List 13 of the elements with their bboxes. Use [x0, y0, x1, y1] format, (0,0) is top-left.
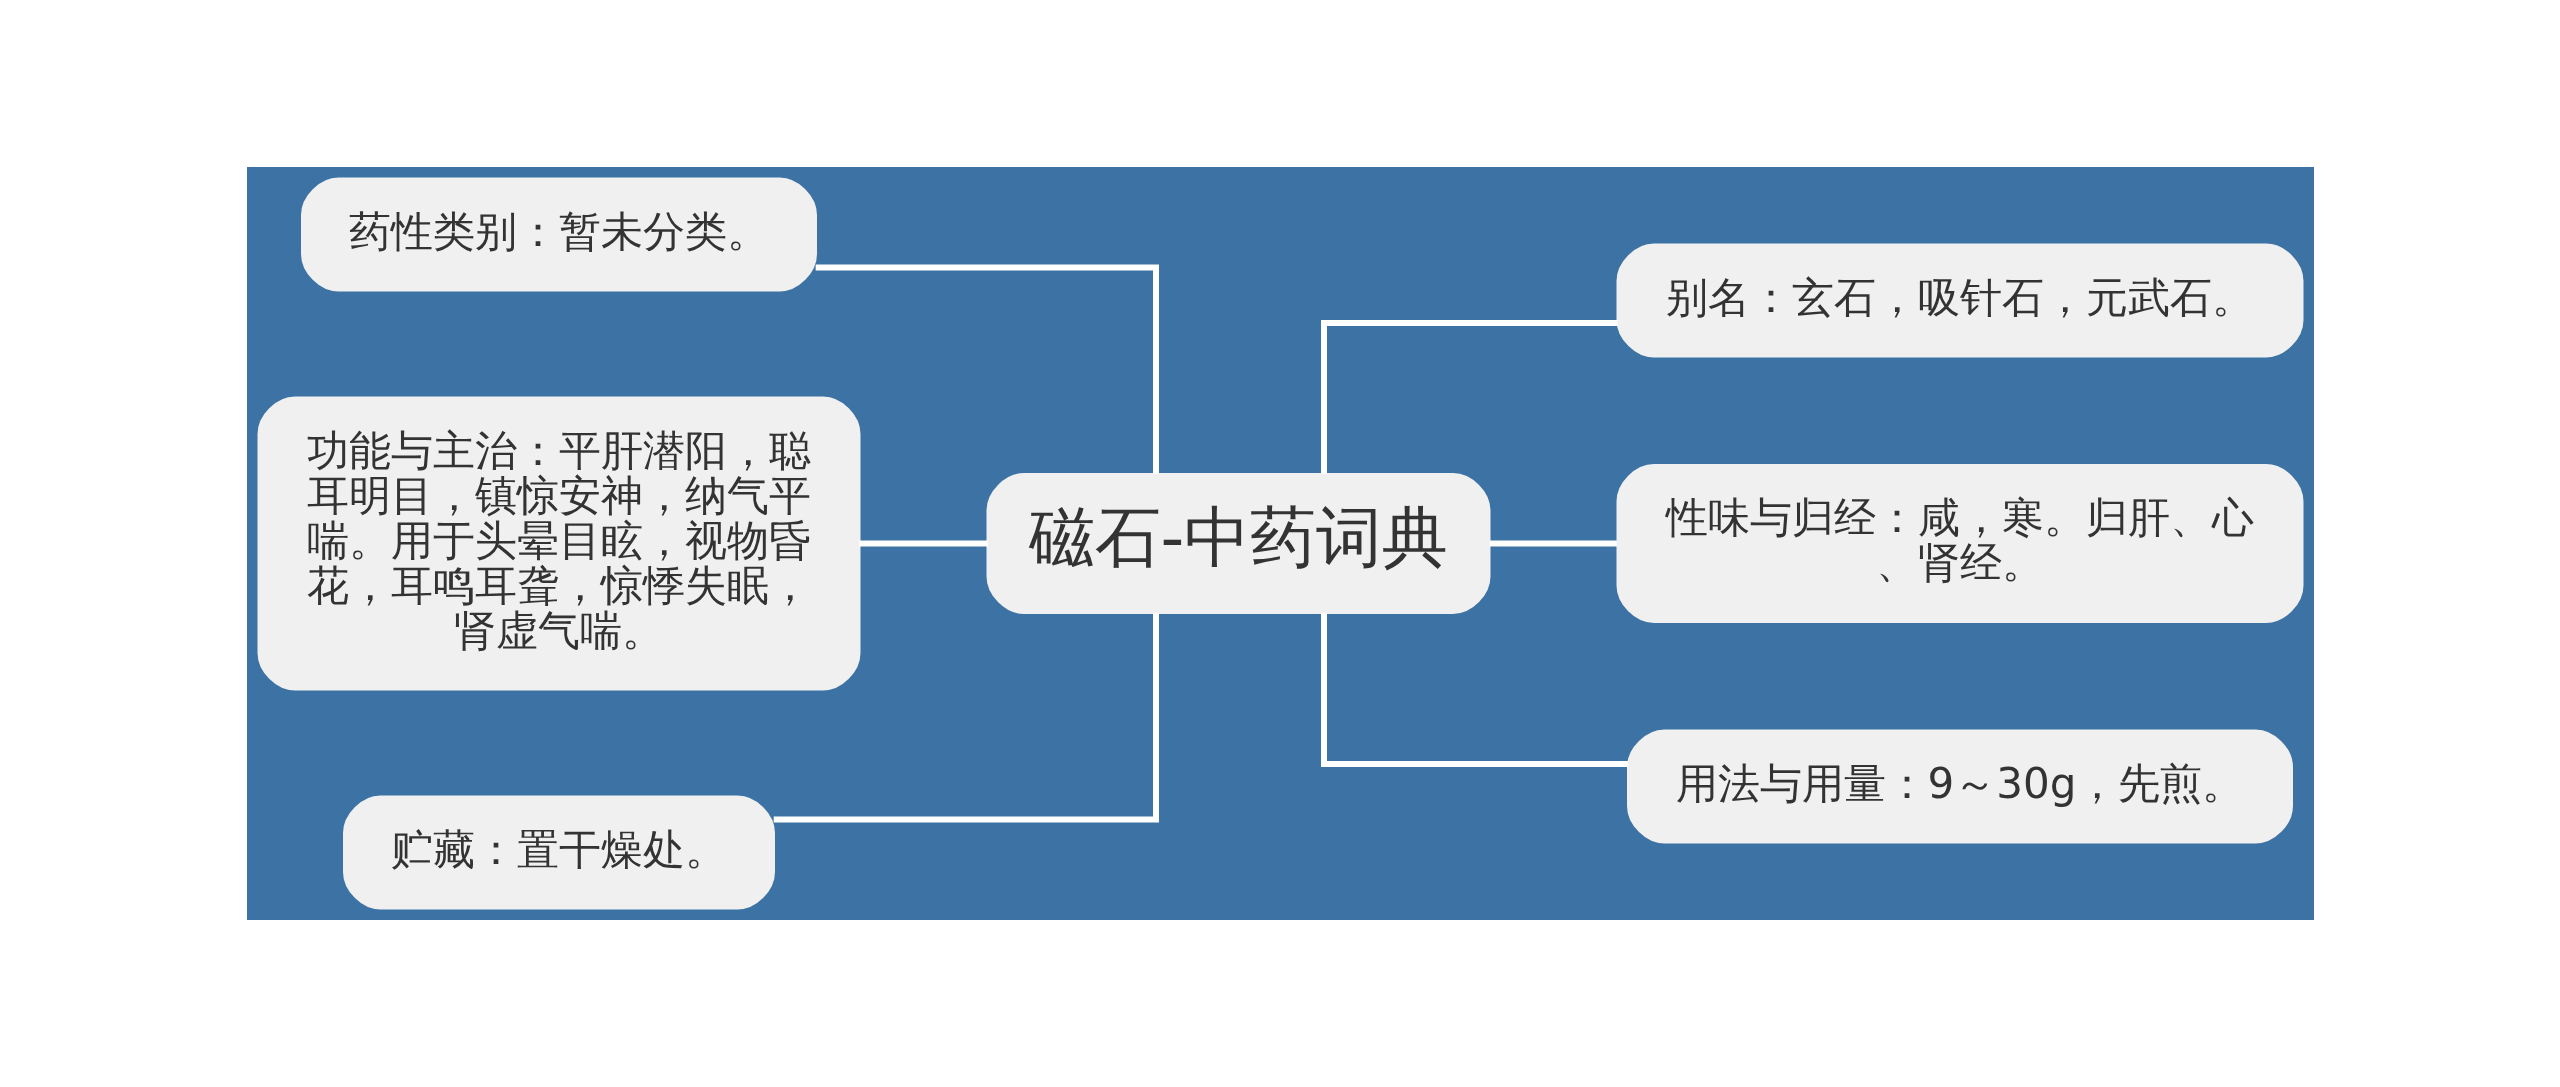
node-box: 贮藏：置干燥处。 — [342, 795, 775, 910]
connector — [858, 540, 988, 547]
node-box: 用法与用量：9～30g，先煎。 — [1626, 729, 2293, 844]
node-box: 性味与归经：咸，寒。归肝、心、肾经。 — [1616, 464, 2303, 623]
node-box: 磁石-中药词典 — [986, 473, 1490, 614]
node-box: 药性类别：暂未分类。 — [300, 177, 817, 292]
connector — [773, 613, 1159, 823]
node-box: 别名：玄石，吸针石，元武石。 — [1616, 243, 2303, 358]
connector — [1489, 540, 1617, 547]
connector — [1320, 320, 1618, 474]
node-box: 功能与主治：平肝潜阳，聪耳明目，镇惊安神，纳气平喘。用于头晕目眩，视物昏花，耳鸣耳聋，惊悸失眠，肾虚气喘。 — [257, 396, 860, 691]
connector — [1320, 613, 1628, 767]
connector — [815, 264, 1159, 474]
